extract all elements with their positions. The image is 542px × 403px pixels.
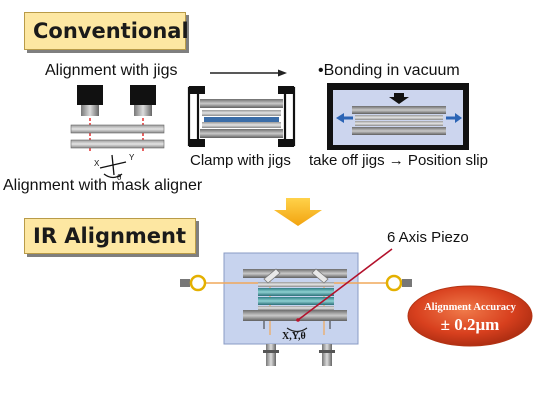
take-off-jigs-label: take off jigs → Position slip [309, 152, 488, 169]
rotation-arc-icon [286, 327, 308, 333]
piezo-pointer-line [297, 248, 393, 321]
ir-camera-left [266, 344, 276, 366]
ir-alignment-schematic [180, 248, 412, 366]
axis-y-label: Y [129, 153, 135, 162]
bonding-in-vacuum-label: •Bonding in vacuum [318, 62, 460, 79]
ir-camera-right [322, 344, 332, 366]
alignment-with-jigs-label: Alignment with jigs [45, 62, 178, 79]
process-arrow [210, 69, 287, 77]
conventional-banner: Conventional [24, 12, 189, 50]
accuracy-title: Alignment Accuracy [424, 302, 516, 313]
accuracy-value: ± 0.2μm [440, 315, 500, 334]
clamp-jig-schematic [187, 86, 296, 147]
ir-alignment-title: IR Alignment [33, 224, 187, 248]
axis-theta-label: θ [117, 173, 122, 182]
conventional-title: Conventional [33, 19, 189, 43]
axis-x-label: X [94, 159, 100, 168]
xyt-label: X,Y,θ [282, 331, 306, 342]
ir-alignment-banner: IR Alignment [24, 218, 196, 254]
xy-theta-axes-icon [99, 154, 127, 179]
ir-light-source-right [385, 274, 412, 292]
ir-light-source-left [180, 274, 207, 292]
piezo-label: 6 Axis Piezo [387, 229, 469, 246]
mask-aligner-schematic [70, 85, 165, 179]
down-arrow-icon [274, 198, 322, 226]
vacuum-chamber-schematic [327, 83, 469, 150]
alignment-mask-aligner-label: Alignment with mask aligner [3, 177, 203, 194]
accuracy-badge [407, 285, 533, 347]
clamp-with-jigs-label: Clamp with jigs [190, 152, 291, 169]
